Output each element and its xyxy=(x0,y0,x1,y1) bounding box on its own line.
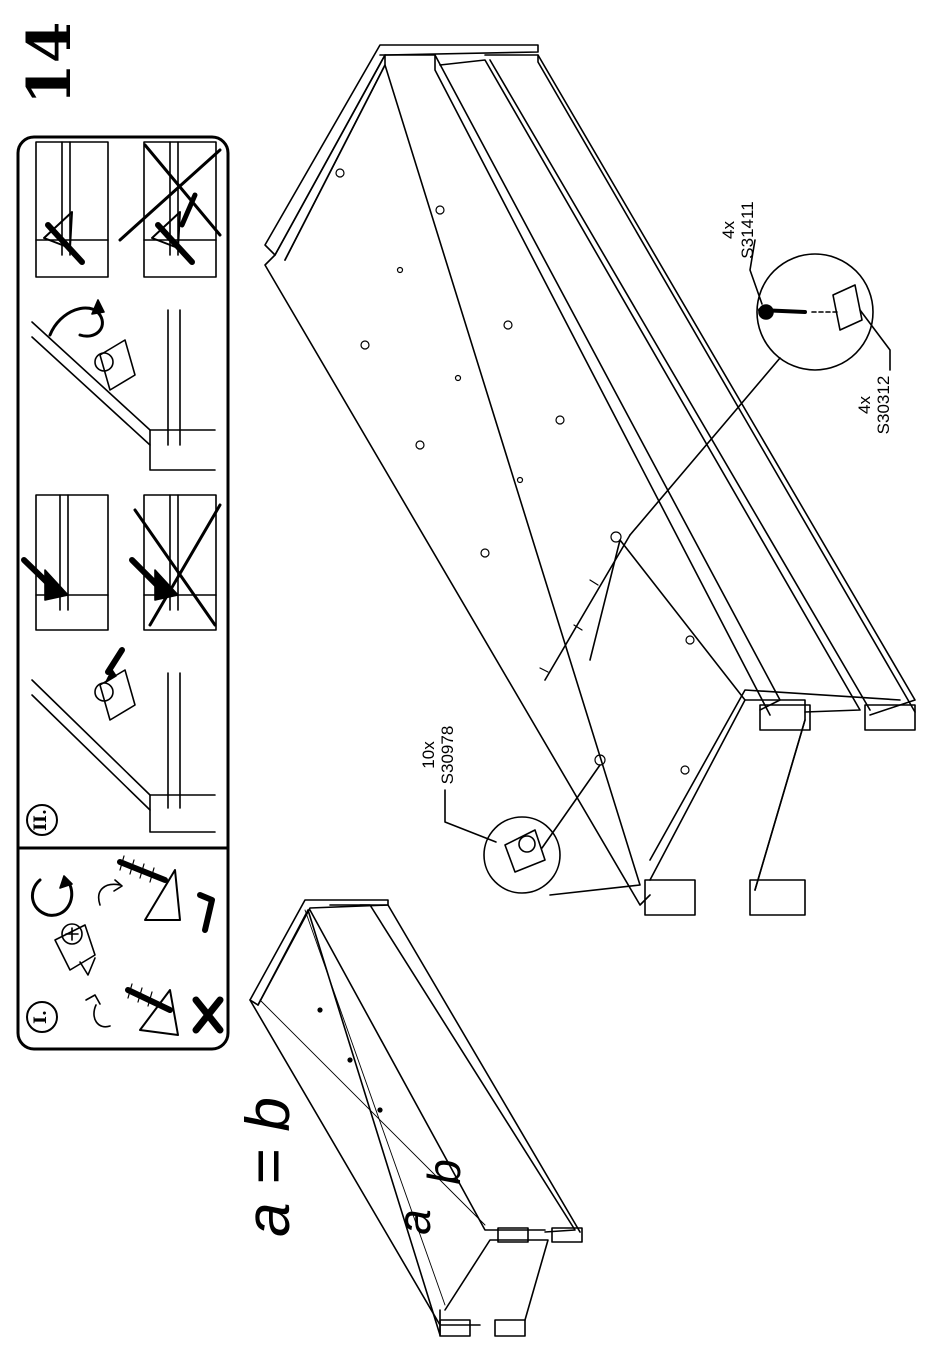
screw-angle-incorrect-icon xyxy=(120,142,220,277)
part-label-s30978: 10x S30978 xyxy=(420,715,460,795)
part-quantity: 4x xyxy=(856,365,875,445)
part-quantity: 4x xyxy=(720,190,739,270)
step-number: 14 xyxy=(20,25,80,105)
section-1-label: I. xyxy=(33,1002,51,1032)
screw-depth-incorrect-icon xyxy=(132,495,220,630)
part-code: S31411 xyxy=(739,190,758,270)
part-code: S30978 xyxy=(439,715,458,795)
main-frame-assembly xyxy=(265,45,915,915)
part-code: S30312 xyxy=(875,365,894,445)
squareness-formula: a = b xyxy=(238,1067,302,1267)
diagonal-label-b: b xyxy=(421,1152,469,1192)
screw-depth-correct-icon xyxy=(24,495,108,630)
screw-incorrect-icon xyxy=(128,984,220,1035)
curved-arrow-icon xyxy=(86,880,122,1027)
screw-angle-correct-icon xyxy=(36,142,108,277)
section-2-label: II. xyxy=(33,805,51,835)
part-quantity: 10x xyxy=(420,715,439,795)
cam-lock-detail-icon xyxy=(32,876,95,975)
cam-tighten-detail xyxy=(32,300,215,470)
legend-panel xyxy=(18,137,228,1049)
diagonal-label-a: a xyxy=(391,1202,439,1242)
screw-correct-icon xyxy=(120,856,212,930)
cam-insertion-detail xyxy=(32,650,215,832)
part-label-s31411: 4x S31411 xyxy=(720,190,760,270)
part-label-s30312: 4x S30312 xyxy=(856,365,896,445)
